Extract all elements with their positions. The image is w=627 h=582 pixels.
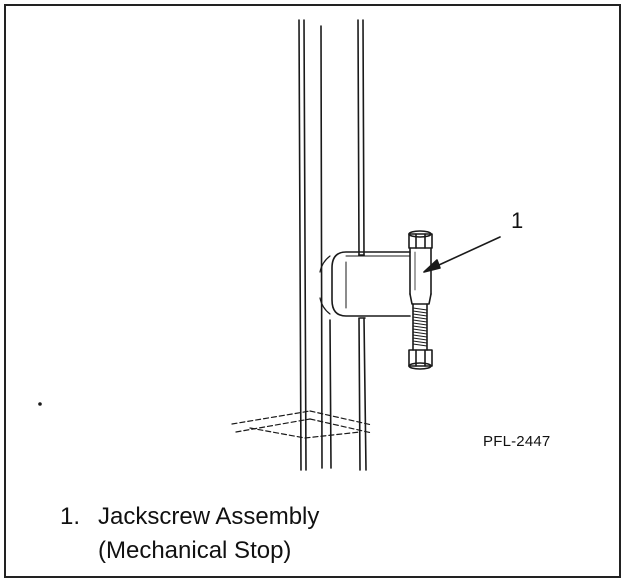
top-nut [408,230,433,249]
legend-item-sublabel: (Mechanical Stop) [98,537,292,564]
bottom-nut [408,349,433,370]
callout-number: 1 [511,208,524,233]
legend-item-1: 1. Jackscrew Assembly [60,500,319,534]
jackscrew-sleeve [409,247,432,305]
legend-item-number: 1. [60,503,81,530]
stray-mark [38,402,42,406]
legend-item-label: Jackscrew Assembly [98,503,320,530]
stop-bracket [319,251,411,319]
threaded-screw [412,303,428,351]
vertical-rail [298,19,367,471]
legend: 1. Jackscrew Assembly (Mechanical Stop) [60,500,319,568]
figure-frame [4,4,621,578]
figure-id: PFL-2447 [483,433,551,450]
base-bracket-hidden [231,410,373,439]
callout-leader-arrow [423,236,501,273]
